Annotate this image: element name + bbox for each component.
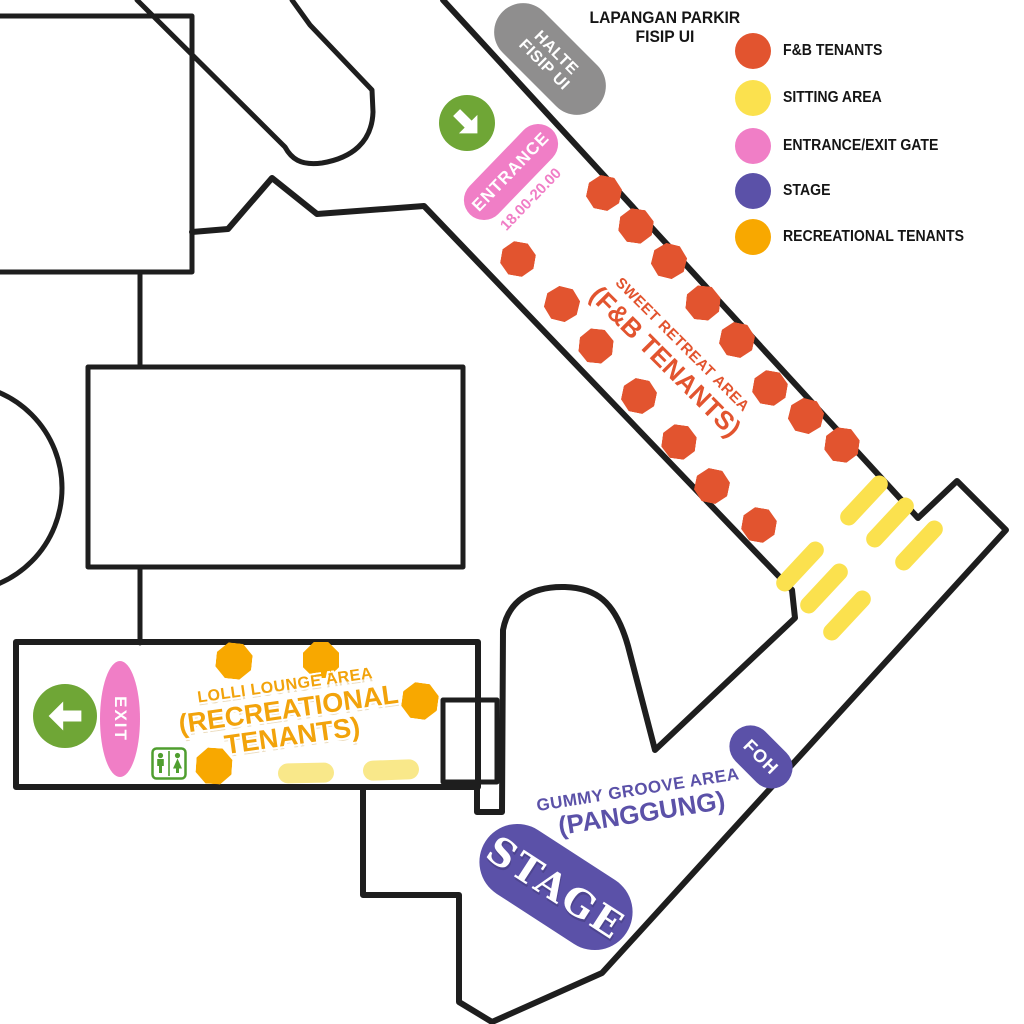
gate-color-dot xyxy=(735,128,771,164)
recreational-color-dot xyxy=(735,219,771,255)
exit-label: EXIT xyxy=(111,696,131,742)
sitting-color-dot xyxy=(735,80,771,116)
legend-label-recreational: RECREATIONAL TENANTS xyxy=(783,228,964,245)
sitting-area-stripe-lounge xyxy=(277,762,335,784)
legend-label-fnb: F&B TENANTS xyxy=(783,42,883,59)
legend-label-sitting: SITTING AREA xyxy=(783,89,882,106)
page-title: LAPANGAN PARKIR FISIP UI xyxy=(572,8,758,46)
legend-label-stage: STAGE xyxy=(783,182,831,199)
outline-diagonal-walkway xyxy=(134,0,376,167)
exit-gate-badge: EXIT xyxy=(100,661,140,777)
outline-round-building xyxy=(0,390,65,586)
legend-label-gate: ENTRANCE/EXIT GATE xyxy=(783,137,939,154)
outline-small-room xyxy=(440,697,500,785)
stage-color-dot xyxy=(735,173,771,209)
legend-item-fnb: F&B TENANTS xyxy=(735,33,896,69)
toilet-icon xyxy=(151,747,187,785)
outline-east-boundary xyxy=(360,0,1009,1024)
legend-item-sitting: SITTING AREA xyxy=(735,80,895,116)
title-line1: LAPANGAN PARKIR xyxy=(589,8,741,27)
legend-item-stage: STAGE xyxy=(735,173,837,209)
fnb-color-dot xyxy=(735,33,771,69)
legend-item-recreational: RECREATIONAL TENANTS xyxy=(735,219,989,255)
arrow-down-right-icon xyxy=(439,95,495,151)
outline-north-building xyxy=(0,13,195,275)
recreational-tenant-marker xyxy=(303,642,339,678)
arrow-left-icon xyxy=(33,684,97,748)
legend-item-gate: ENTRANCE/EXIT GATE xyxy=(735,128,960,164)
title-line2: FISIP UI xyxy=(635,27,695,46)
outline-west-wedge-corridor-and-arch xyxy=(189,175,798,815)
sitting-area-stripe-lounge xyxy=(362,759,420,781)
outline-lounge-building xyxy=(13,639,481,790)
outline-mid-building xyxy=(85,364,466,570)
